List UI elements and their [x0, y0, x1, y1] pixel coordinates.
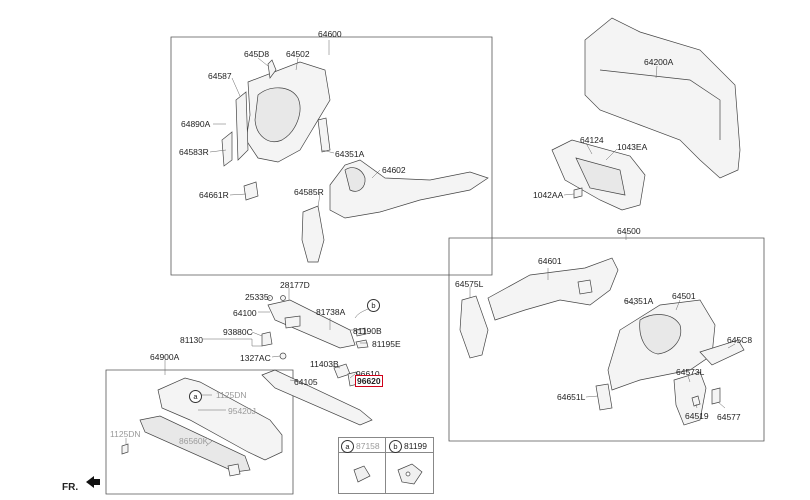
- part-label[interactable]: 64500: [617, 226, 641, 236]
- part-label[interactable]: 28177D: [280, 280, 310, 290]
- front-direction-label: FR.: [62, 482, 79, 493]
- part-label[interactable]: 25335: [245, 292, 269, 302]
- part-label[interactable]: 1125DN: [110, 429, 141, 439]
- part-label[interactable]: 64900A: [150, 352, 180, 362]
- part-label[interactable]: 95420J: [228, 406, 256, 416]
- part-label[interactable]: 64583R: [179, 147, 209, 157]
- part-label[interactable]: 64105: [294, 377, 318, 387]
- callout-circle-b: b: [367, 299, 380, 312]
- part-label[interactable]: 64602: [382, 165, 406, 175]
- rh-apron-assembly-art: [459, 257, 745, 426]
- part-label[interactable]: 86560K: [179, 436, 209, 446]
- part-label[interactable]: 64890A: [181, 119, 211, 129]
- legend-table: [338, 437, 434, 494]
- part-label[interactable]: 64573L: [676, 367, 705, 377]
- part-label[interactable]: 645C8: [727, 335, 753, 345]
- cowl-panel-art: [551, 17, 741, 211]
- part-label[interactable]: 64651L: [557, 392, 586, 402]
- part-label[interactable]: 64587: [208, 71, 232, 81]
- callout-circle-a: a: [189, 390, 202, 403]
- part-label[interactable]: 64351A: [624, 296, 654, 306]
- part-label[interactable]: 1327AC: [240, 353, 271, 363]
- group-64500-frame: [448, 237, 765, 442]
- part-label[interactable]: 64661R: [199, 190, 229, 200]
- part-label[interactable]: 64100: [233, 308, 257, 318]
- part-label[interactable]: 1043EA: [617, 142, 648, 152]
- part-label-highlighted[interactable]: 96620: [355, 375, 383, 387]
- legend-part-b[interactable]: 81199: [404, 441, 428, 451]
- part-label[interactable]: 64502: [286, 49, 310, 59]
- part-label[interactable]: 81130: [180, 335, 204, 345]
- part-label[interactable]: 96610: [356, 369, 380, 379]
- part-label[interactable]: 11403B: [310, 359, 339, 369]
- group-64600-frame: [170, 36, 493, 276]
- legend-part-a[interactable]: 87158: [356, 441, 380, 451]
- part-label[interactable]: 64601: [538, 256, 562, 266]
- group-64900A-frame: [105, 369, 294, 495]
- part-label[interactable]: 81190B: [353, 326, 382, 336]
- bumper-beam-art: [121, 377, 283, 477]
- legend-circle-b: b: [389, 440, 402, 453]
- part-label[interactable]: 1042AA: [533, 190, 564, 200]
- front-end-carrier-art: [261, 295, 373, 426]
- part-label[interactable]: 645D8: [244, 49, 270, 59]
- part-label[interactable]: 93880C: [223, 327, 253, 337]
- part-label[interactable]: 64200A: [644, 57, 674, 67]
- part-label[interactable]: 64585R: [294, 187, 324, 197]
- part-label[interactable]: 64575L: [455, 279, 484, 289]
- part-label[interactable]: 64519: [685, 411, 709, 421]
- part-label[interactable]: 64501: [672, 291, 696, 301]
- part-label[interactable]: 81195E: [372, 339, 401, 349]
- part-label[interactable]: 64351A: [335, 149, 365, 159]
- legend-circle-a: a: [341, 440, 354, 453]
- part-label[interactable]: 64600: [318, 29, 342, 39]
- legend-part-sketches: [353, 463, 423, 485]
- part-label[interactable]: 81738A: [316, 307, 346, 317]
- part-label[interactable]: 64124: [580, 135, 604, 145]
- legend-divider: [385, 437, 386, 493]
- front-direction-arrow: [86, 476, 100, 488]
- fender-apron-assembly-art: [221, 59, 489, 263]
- part-label[interactable]: 1125DN: [216, 390, 247, 400]
- part-label[interactable]: 64577: [717, 412, 741, 422]
